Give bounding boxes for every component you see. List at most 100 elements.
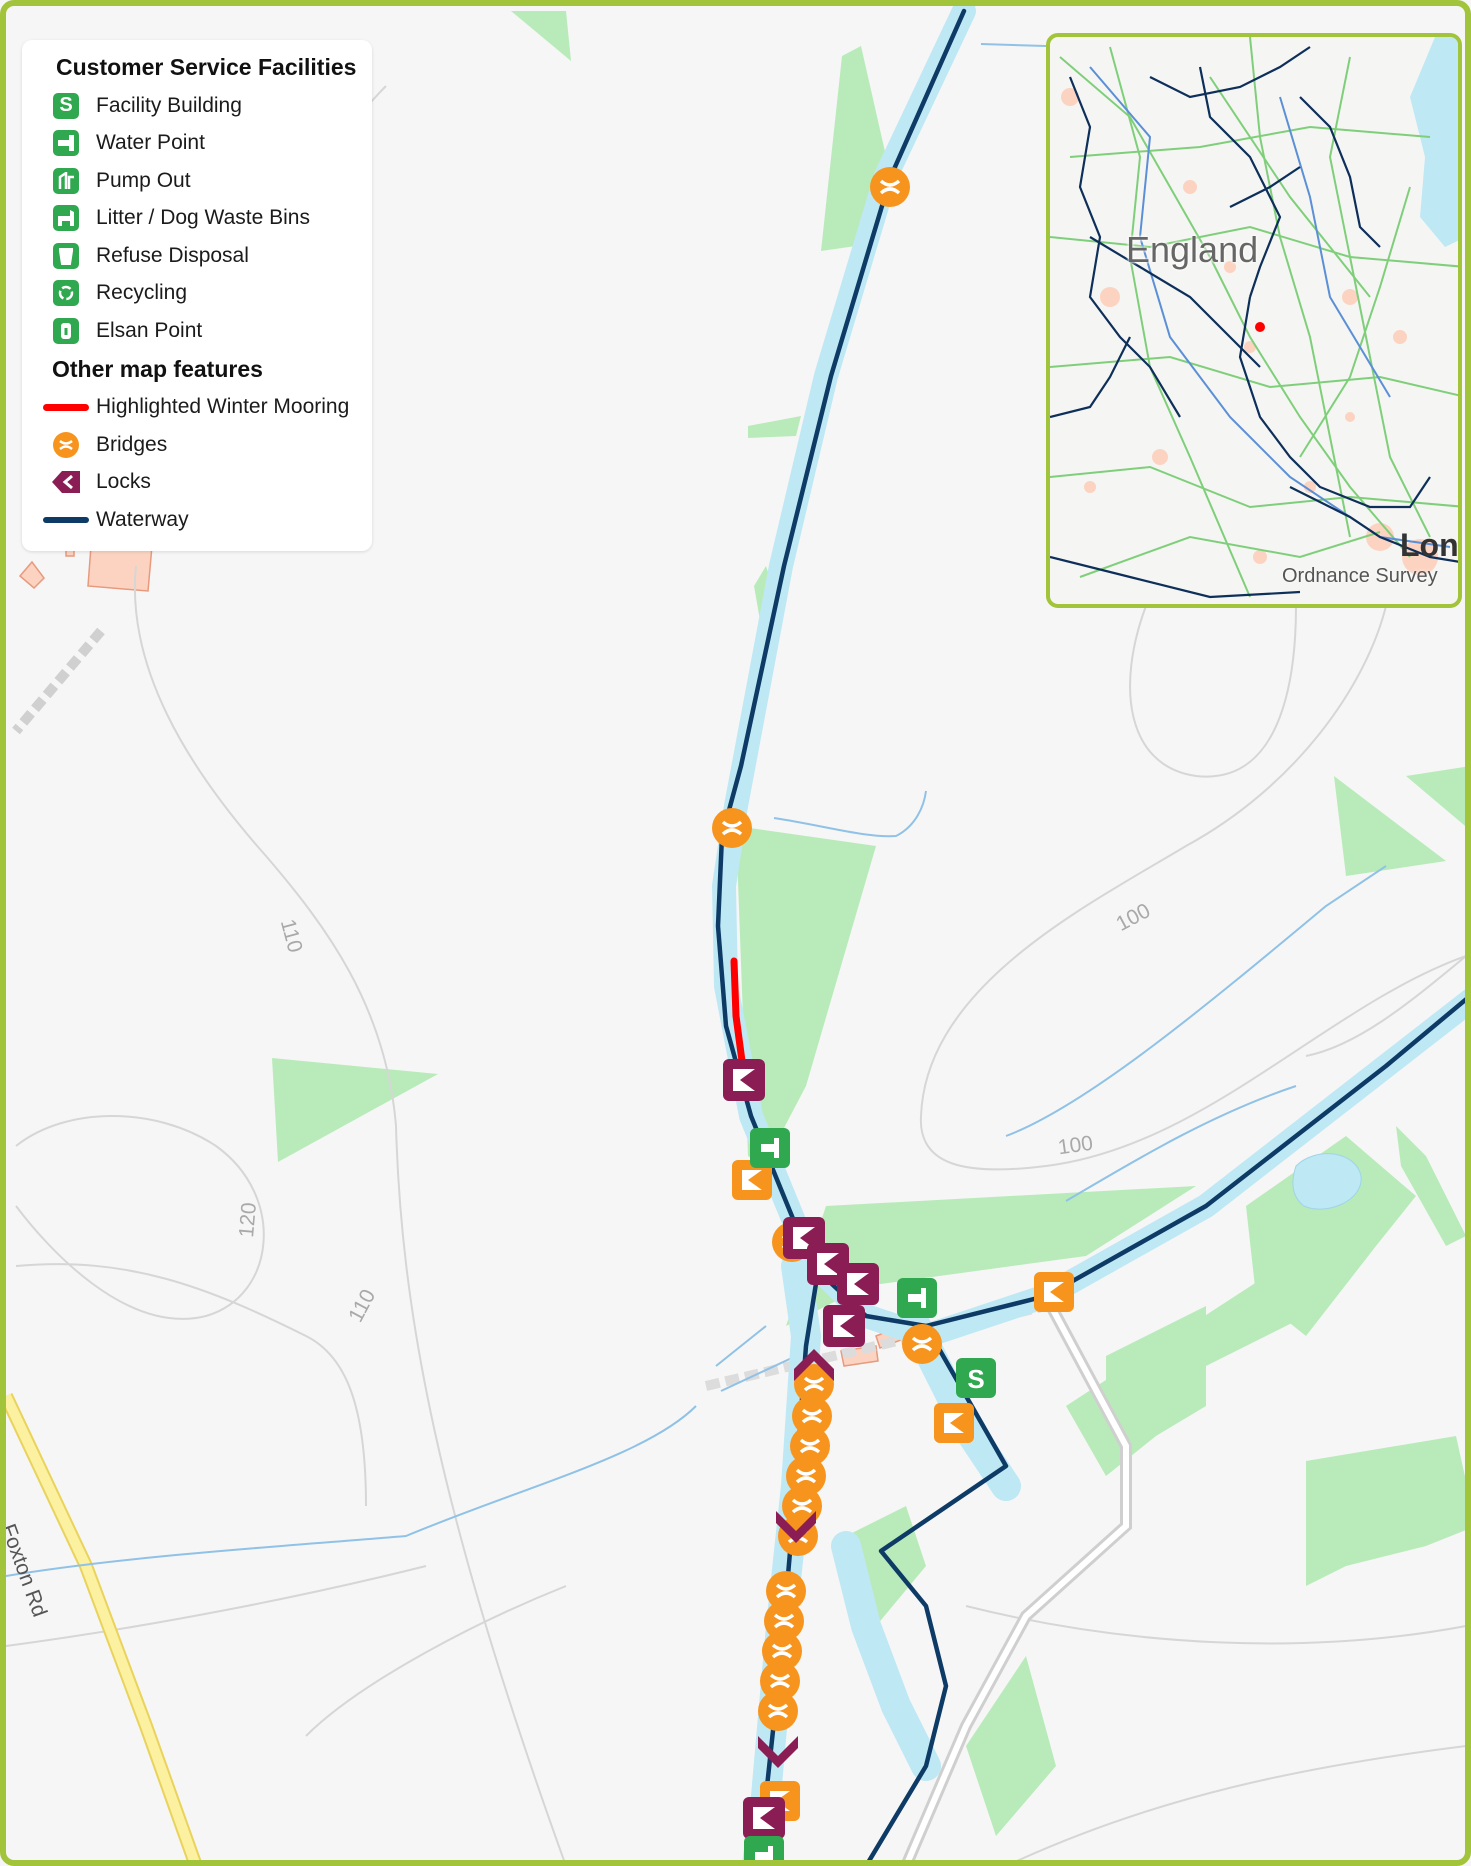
contour-line	[6, 1565, 427, 1647]
legend-label: Refuse Disposal	[96, 243, 249, 267]
bridge-marker	[902, 1324, 942, 1364]
legend-label: Water Point	[96, 131, 205, 155]
overview-map-canvas	[1050, 37, 1458, 599]
legend-row-bridges: Bridges	[36, 426, 358, 464]
legend-row-litter-bins: Litter / Dog Waste Bins	[36, 200, 358, 238]
contour-line	[133, 565, 565, 1860]
overview-inset-map[interactable]: England Lond Ordnance Survey	[1046, 33, 1462, 608]
legend-row-pump-out: Pump Out	[36, 162, 358, 200]
refuse-disposal-icon	[53, 242, 79, 269]
legend-label: Highlighted Winter Mooring	[96, 395, 350, 419]
ponds	[1292, 1153, 1362, 1210]
legend-label: Facility Building	[96, 93, 242, 117]
water-point-marker	[897, 1278, 937, 1318]
pond	[1292, 1153, 1362, 1210]
overview-city-label: Lond	[1400, 527, 1459, 563]
bridge-marker	[760, 1661, 800, 1701]
lock-icon	[52, 471, 80, 494]
bridge-marker	[790, 1426, 830, 1466]
bridge-marker	[792, 1396, 832, 1436]
map-legend: Customer Service Facilities S Facility B…	[22, 40, 372, 551]
elsan-point-icon	[53, 317, 79, 344]
contour-line	[15, 1263, 367, 1507]
bridge-marker	[766, 1571, 806, 1611]
bridge-marker	[712, 808, 752, 848]
contour-line	[305, 1585, 567, 1737]
maroon-square-markers[interactable]	[723, 1059, 879, 1839]
legend-row-refuse-disposal: Refuse Disposal	[36, 237, 358, 275]
facility-building-marker: S	[956, 1358, 996, 1398]
woodland-area	[786, 1186, 1196, 1326]
lock-marker	[776, 1511, 816, 1543]
legend-label: Waterway	[96, 507, 189, 531]
stream	[720, 1355, 797, 1392]
contour-label: 100	[1056, 1131, 1095, 1160]
winter-mooring-line-icon	[43, 403, 89, 411]
contour-lines	[6, 85, 1465, 1860]
legend-label: Recycling	[96, 281, 188, 305]
lock-markers[interactable]	[758, 1349, 834, 1768]
overview-country-label: England	[1126, 229, 1259, 270]
overview-rivers	[1089, 66, 1451, 548]
current-location-marker	[1255, 322, 1265, 332]
legend-label: Pump Out	[96, 168, 191, 192]
refuse-marker	[934, 1403, 974, 1443]
legend-label: Litter / Dog Waste Bins	[96, 206, 310, 230]
recycling-icon	[53, 280, 79, 307]
bridge-icon	[53, 431, 79, 458]
dog-waste-bin-icon	[53, 205, 79, 232]
building	[87, 545, 153, 592]
facility-building-icon: S	[53, 92, 79, 119]
woodland-area	[1406, 766, 1465, 826]
legend-facilities-title: Customer Service Facilities	[56, 54, 357, 80]
refuse-marker	[732, 1160, 772, 1200]
overview-waterways	[1050, 46, 1458, 599]
legend-row-water-point: Water Point	[36, 125, 358, 163]
woodland-areas	[272, 11, 1465, 1836]
streams	[6, 43, 1387, 1577]
stream	[1065, 1085, 1297, 1202]
stream	[6, 1405, 697, 1577]
bridge-marker	[794, 1364, 834, 1404]
legend-row-waterway: Waterway	[36, 501, 358, 539]
woodland-area	[1106, 1306, 1206, 1466]
pump-out-icon	[53, 167, 79, 194]
legend-label: Locks	[96, 470, 151, 494]
bridge-marker	[870, 167, 910, 207]
maroon-marker	[837, 1263, 879, 1305]
legend-label: Bridges	[96, 432, 168, 456]
canal-water-fill	[831, 1531, 941, 1781]
woodland-area	[1306, 1436, 1465, 1586]
contour-line	[15, 1115, 265, 1320]
contour-line	[965, 1605, 1465, 1645]
legend-row-winter-mooring: Highlighted Winter Mooring	[36, 389, 358, 427]
contour-line	[919, 605, 1465, 1171]
stream	[980, 43, 1047, 47]
contour-line	[1129, 605, 1297, 778]
woodland-area	[1396, 1126, 1465, 1246]
waterway-line	[715, 8, 1465, 1329]
bridge-marker	[786, 1456, 826, 1496]
foxton-road	[6, 1393, 200, 1860]
facility-markers[interactable]: S	[744, 1128, 996, 1866]
map-canvas[interactable]: S	[6, 6, 1471, 1866]
water-point-icon	[53, 130, 79, 157]
stream	[1005, 865, 1387, 1137]
woodland-area	[511, 11, 571, 61]
stream	[773, 790, 927, 838]
bridge-marker	[764, 1601, 804, 1641]
woodland-area	[1246, 1136, 1416, 1336]
refuse-marker	[1034, 1272, 1074, 1312]
facility-building-letter: S	[967, 1364, 984, 1394]
contour-line	[1016, 1745, 1465, 1860]
maroon-marker	[823, 1305, 865, 1347]
maroon-marker	[723, 1059, 765, 1101]
urban-areas	[1061, 88, 1438, 575]
bridge-marker	[758, 1691, 798, 1731]
woodland-area	[272, 1058, 438, 1162]
water-point-marker	[750, 1128, 790, 1168]
legend-row-locks: Locks	[36, 464, 358, 502]
legend-features-title: Other map features	[52, 355, 263, 382]
legend-row-elsan-point: Elsan Point	[36, 312, 358, 350]
